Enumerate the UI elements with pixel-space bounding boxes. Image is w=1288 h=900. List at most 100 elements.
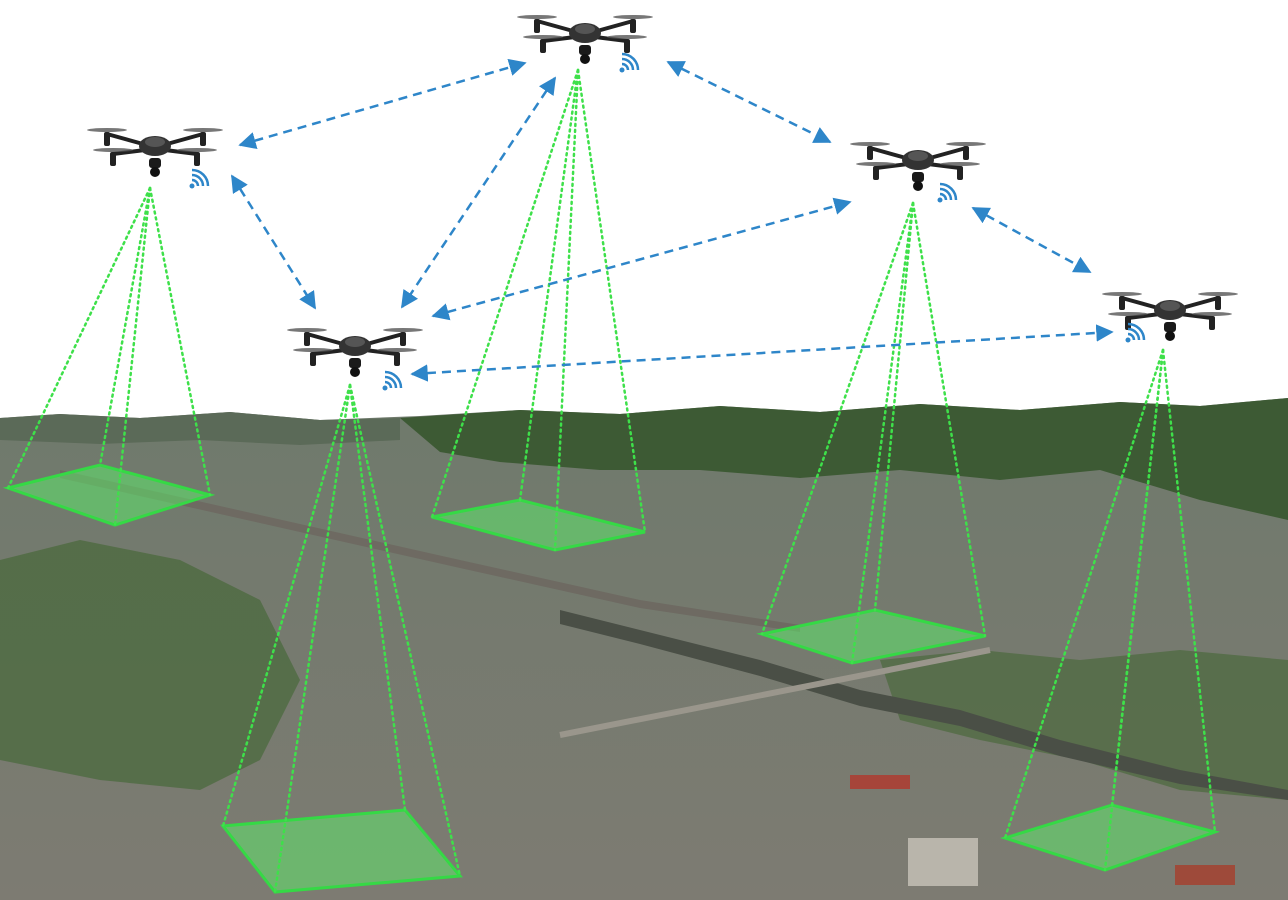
quadcopter-drone-icon [517,15,653,64]
communication-link-arrow [400,76,557,309]
coverage-ray [113,186,152,527]
drone-propeller [183,128,223,132]
drone-motor [310,352,316,366]
left-hill-strip [0,412,400,445]
forested-hills [400,398,1288,520]
drone-motor [304,332,310,346]
drone-motor [534,19,540,33]
drone-canopy [1160,301,1180,311]
drones-layer [87,15,1238,391]
signal-dot [619,67,625,73]
coverage-cone [756,201,987,665]
communication-link-arrow [230,174,317,310]
drone-motor [630,19,636,33]
drone-propeller [377,348,417,352]
quadcopter-drone-icon [287,328,423,377]
drone-propeller [613,15,653,19]
drone-motor [540,39,546,53]
drone-camera-lens [150,167,160,177]
coverage-ray [348,383,462,878]
drone-propeller [93,148,133,152]
drone-motor [194,152,200,166]
drone-camera [1164,322,1176,332]
drone-motor [963,146,969,160]
communication-link-arrow [410,324,1114,382]
drone-motor [200,132,206,146]
coverage-ray [1003,348,1165,840]
coverage-footprint [220,808,463,894]
coverage-ray [760,201,915,636]
drone-motor [867,146,873,160]
drone-arm [535,19,635,43]
coverage-cone [999,348,1221,872]
signal-arc [1127,322,1146,341]
drone-canopy [145,137,165,147]
coverage-ray [1161,348,1217,834]
coverage-footprint [431,498,646,552]
signal-arc [191,173,205,187]
drone-propeller [1108,312,1148,316]
signal-arc [1127,327,1141,341]
drone-propeller [946,142,986,146]
coverage-cone [2,186,216,527]
drone-camera [912,172,924,182]
drone-motor [873,166,879,180]
drone-motor [110,152,116,166]
quadcopter-drone-icon [1102,292,1238,341]
wifi-signal-icon [1125,322,1146,343]
drone-propeller [940,162,980,166]
signal-arc [384,380,393,389]
wifi-signal-icon [189,168,210,189]
signal-arc [621,52,640,71]
drone-propeller [177,148,217,152]
drone-motor [1119,296,1125,310]
signal-arc [1127,332,1136,341]
drone-propeller [1192,312,1232,316]
drone-camera-lens [350,367,360,377]
drone-propeller [523,35,563,39]
communication-links [230,58,1114,382]
signal-arc [191,168,210,187]
quadcopter-drone-icon [850,142,986,191]
coverage-ray [221,383,352,828]
drone-propeller [287,328,327,332]
signal-dot [937,197,943,203]
drone-camera-lens [913,181,923,191]
bridge [559,647,991,738]
drone-propeller [87,128,127,132]
coverage-ray [850,201,915,665]
coverage-ray [873,201,915,612]
coverage-footprint [999,803,1221,872]
signal-arc [939,182,958,201]
drone-arm [1120,296,1220,320]
signal-arc [939,192,948,201]
wifi-signal-icon [937,182,958,203]
tree-cover-right [880,650,1288,800]
signal-arc [191,178,200,187]
communication-link-arrow [666,60,832,144]
drone-motor [394,352,400,366]
signal-arc [384,375,398,389]
drone-propeller [1102,292,1142,296]
coverage-ray [98,186,152,467]
railway-corridor [60,470,800,632]
signal-arc [621,62,630,71]
coverage-ray [6,186,152,490]
coverage-layer [2,68,1221,894]
communication-link-arrow [971,206,1092,274]
drone-camera [349,358,361,368]
coverage-ray [1103,348,1165,872]
drone-motor [104,132,110,146]
drone-arm [105,132,205,156]
drone-propeller [383,328,423,332]
drone-canopy [908,151,928,161]
quadcopter-drone-icon [87,128,223,177]
drone-propeller [1198,292,1238,296]
drone-arm [305,332,405,356]
coverage-cone [220,383,463,894]
drone-propeller [856,162,896,166]
coverage-ray [148,186,212,497]
drone-motor [957,166,963,180]
drone-canopy [345,337,365,347]
